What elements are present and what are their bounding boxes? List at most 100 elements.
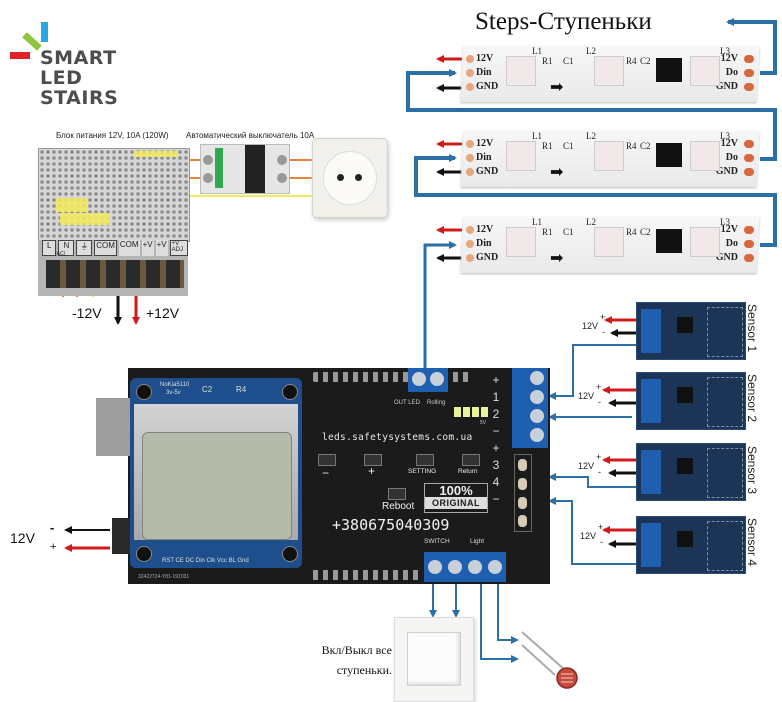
led-chip bbox=[594, 141, 624, 171]
strip1-pin-12v-out: 12V bbox=[720, 53, 738, 64]
strip1-label-l2: L2 bbox=[586, 46, 596, 56]
logo-line-2: LED bbox=[40, 67, 83, 89]
lcd-r4-label: R4 bbox=[236, 385, 247, 394]
sensor-pin-1: 1 bbox=[492, 390, 500, 404]
controller-board: NoKia5110 3v-5v C2 R4 RST CE DC Din Clk … bbox=[96, 368, 550, 584]
sensor-pin-plus-top: + bbox=[492, 373, 500, 387]
led-strip-1: 12V Din GND 12V Do GND ➡ L1 R1 C1 L2 R4 … bbox=[460, 46, 760, 102]
out-led-label: OUT LED bbox=[394, 400, 420, 406]
direction-arrow: ➡ bbox=[550, 164, 564, 181]
light-wire-1 bbox=[497, 582, 519, 644]
sensor-4-voltage: 12V bbox=[580, 531, 597, 541]
sensor-4-minus: - bbox=[600, 537, 603, 547]
wall-switch bbox=[394, 617, 474, 702]
sensor-2-label: Sensor 2 bbox=[745, 374, 759, 423]
strip1-label-r1: R1 bbox=[542, 56, 553, 66]
board-serial: 32422724-Y81-191031 bbox=[138, 574, 190, 580]
strip2-label-l1: L1 bbox=[532, 131, 542, 141]
button-reboot[interactable] bbox=[388, 488, 406, 500]
led-chip bbox=[506, 56, 536, 86]
driver-ic bbox=[656, 143, 682, 167]
breaker-label: Автоматический выключатель 10A bbox=[186, 131, 315, 140]
led-chip bbox=[690, 227, 720, 257]
power-jack bbox=[112, 518, 132, 554]
strip1-label-r4: R4 bbox=[626, 56, 637, 66]
led-chip bbox=[690, 141, 720, 171]
photoresistor bbox=[521, 631, 578, 689]
psu-terminal-labels: L N ⏚ COM COM +V +V +V ADJ bbox=[42, 240, 188, 256]
sensor-module-3 bbox=[636, 443, 746, 501]
button-reboot-label: Reboot bbox=[382, 501, 415, 512]
logo: SMART LED STAIRS bbox=[8, 18, 118, 108]
strip3-label-l1: L1 bbox=[532, 217, 542, 227]
psu-terminal-v2: +V bbox=[155, 240, 168, 256]
psu-terminal-ground: ⏚ bbox=[76, 240, 93, 256]
led-chip bbox=[690, 56, 720, 86]
strip2-label-r4: R4 bbox=[626, 141, 637, 151]
board-power-minus-label: - bbox=[50, 520, 55, 535]
led-strip-2: 12V Din GND 12V Do GND ➡ L1 R1 C1 L2 R4 … bbox=[460, 131, 760, 187]
button-setting-label: SETTING bbox=[408, 468, 437, 475]
sensor-1-label: Sensor 1 bbox=[745, 304, 759, 353]
strip1-pin-gnd: GND bbox=[476, 81, 499, 92]
logo-line-3: STAIRS bbox=[40, 87, 119, 109]
strip3-label-l3: L3 bbox=[720, 217, 730, 227]
strip3-pin-gnd-out: GND bbox=[715, 252, 738, 263]
sensor1-signal-wire bbox=[548, 344, 640, 400]
led-chip bbox=[506, 227, 536, 257]
strip2-pin-do: Do bbox=[725, 152, 738, 163]
driver-ic bbox=[656, 58, 682, 82]
logo-red-bar bbox=[10, 52, 30, 59]
lcd-c2-label: C2 bbox=[202, 385, 213, 394]
sensor-pin-4: 4 bbox=[492, 475, 500, 489]
sensor-pin-minus-bottom: − bbox=[492, 492, 500, 506]
sensor-pin-minus-top: − bbox=[492, 424, 500, 438]
wall-switch-rocker bbox=[407, 632, 461, 686]
sensor-pads-3-4 bbox=[514, 454, 532, 532]
sensor-3-label: Sensor 3 bbox=[745, 446, 759, 495]
5v-label: 5V bbox=[480, 420, 487, 426]
sensor-2-minus: - bbox=[598, 397, 601, 407]
lcd-bezel bbox=[134, 404, 298, 540]
rolling-label: Rolling bbox=[427, 400, 446, 406]
light-label: Light bbox=[470, 538, 485, 545]
button-setting[interactable] bbox=[416, 454, 434, 466]
strip3-label-l2: L2 bbox=[586, 217, 596, 227]
sensor-module-4 bbox=[636, 516, 746, 574]
strip1-label-c1: C1 bbox=[563, 56, 574, 66]
logo-blue-bar bbox=[41, 22, 48, 42]
sensor-terminal-1-2 bbox=[512, 368, 548, 448]
switch-caption-line-2: ступеньки. bbox=[336, 663, 392, 677]
driver-ic bbox=[656, 229, 682, 253]
power-supply: L N ⏚ COM COM +V +V +V ADJ (AC) bbox=[38, 148, 190, 300]
strip2-label-l2: L2 bbox=[586, 131, 596, 141]
data-wire-strip1-out bbox=[726, 18, 777, 75]
button-return[interactable] bbox=[462, 454, 480, 466]
switch-caption: Вкл/Выкл все ступеньки. bbox=[308, 640, 392, 680]
button-return-label: Return bbox=[458, 468, 478, 475]
phone-number: +380675040309 bbox=[332, 516, 450, 534]
sensor4-signal-wire bbox=[548, 497, 640, 565]
data-wire-board-to-strip3 bbox=[423, 241, 457, 372]
logo-line-1: SMART bbox=[40, 47, 117, 69]
strip1-label-c2: C2 bbox=[640, 56, 651, 66]
direction-arrow: ➡ bbox=[550, 79, 564, 96]
data-wire-strip3-to-strip2 bbox=[414, 156, 777, 247]
website-label: leds.safetysystems.com.ua bbox=[322, 432, 473, 443]
led-chip bbox=[594, 56, 624, 86]
psu-terminal-com1: COM bbox=[94, 240, 117, 256]
psu-terminal-com2: COM bbox=[118, 240, 140, 256]
original-badge-text: ORIGINAL bbox=[425, 497, 487, 509]
strip1-label-l1: L1 bbox=[532, 46, 542, 56]
strip1-label-l3: L3 bbox=[720, 46, 730, 56]
led-chip bbox=[506, 141, 536, 171]
strip2-pin-12v: 12V bbox=[476, 138, 494, 149]
sensor-3-voltage: 12V bbox=[578, 461, 595, 471]
button-plus[interactable] bbox=[364, 454, 382, 466]
board-power-label: 12V bbox=[10, 530, 35, 546]
psu-terminal-v1: +V bbox=[141, 240, 154, 256]
diagram-title: Steps-Ступеньки bbox=[475, 8, 652, 35]
header-pins-bottom bbox=[313, 570, 423, 580]
strip1-pin-din: Din bbox=[476, 67, 492, 78]
button-minus[interactable] bbox=[318, 454, 336, 466]
